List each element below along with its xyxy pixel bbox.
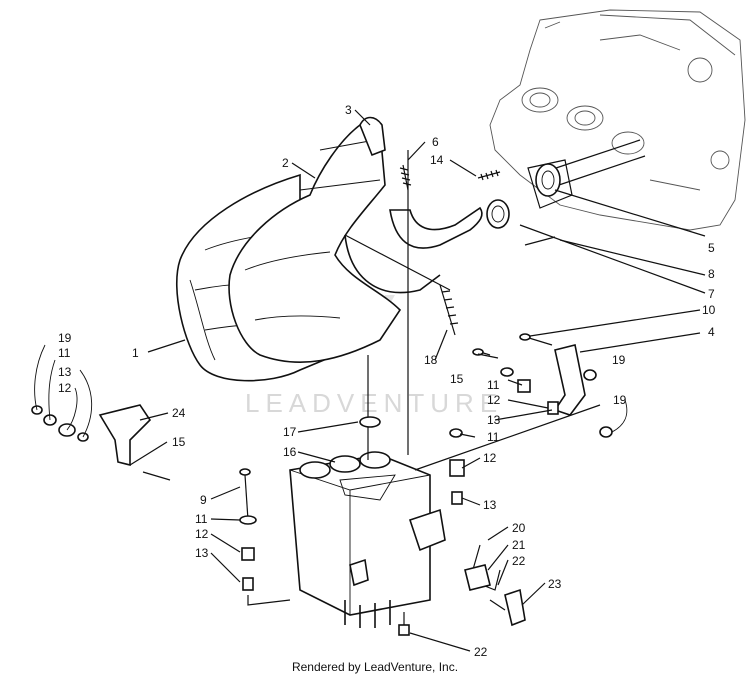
callout-24: 24: [172, 406, 186, 420]
callout-15-left: 15: [172, 435, 186, 449]
callout-22-bottom: 22: [474, 645, 488, 659]
callout-6: 6: [432, 135, 439, 149]
callout-11-lower: 11: [487, 430, 500, 444]
callout-19-right-lower: 19: [613, 393, 627, 407]
callout-13-left: 13: [58, 365, 72, 379]
callout-20: 20: [512, 521, 526, 535]
callout-12-left: 12: [58, 381, 72, 395]
springs: [344, 164, 501, 336]
callout-9: 9: [200, 493, 207, 507]
watermark-text: LEADVENTURE: [245, 388, 503, 418]
callout-21: 21: [512, 538, 526, 552]
callout-12-left-stack: 12: [195, 527, 209, 541]
callout-13-left-stack: 13: [195, 546, 209, 560]
callout-4: 4: [708, 325, 715, 339]
callout-13-lower: 13: [483, 498, 497, 512]
callout-10: 10: [702, 303, 716, 317]
bracket-4: [367, 150, 601, 471]
callout-labels: 1 2 3 4 5 6 7 8 9 10 11 12 13 14 15 11 1…: [58, 103, 716, 659]
callout-23: 23: [548, 577, 562, 591]
callout-7: 7: [708, 287, 715, 301]
expansion-chamber-right: [228, 124, 483, 364]
callout-12-lower: 12: [483, 451, 497, 465]
bracket-24: [98, 404, 152, 467]
callout-13-right: 13: [487, 413, 501, 427]
callout-19-left: 19: [58, 331, 72, 345]
callout-11-right: 11: [487, 378, 500, 392]
reservoir-box: [289, 451, 446, 628]
callout-18: 18: [424, 353, 438, 367]
bolt-8: [524, 236, 556, 246]
exhaust-manifold-tube: [486, 139, 646, 229]
callout-17: 17: [283, 425, 297, 439]
callout-11-left-stack: 11: [195, 512, 208, 526]
tailpipe-3: [359, 116, 386, 157]
footer-credit: Rendered by LeadVenture, Inc.: [291, 660, 459, 674]
callout-19-right-upper: 19: [612, 353, 626, 367]
callout-11-left: 11: [58, 346, 71, 360]
callout-12-right: 12: [487, 393, 501, 407]
callout-16: 16: [283, 445, 297, 459]
engine-block: [489, 9, 746, 231]
callout-8: 8: [708, 267, 715, 281]
callout-15-right: 15: [450, 372, 464, 386]
leader-lines: [129, 109, 706, 652]
callout-2: 2: [282, 156, 289, 170]
callout-22-right: 22: [512, 554, 526, 568]
callout-1: 1: [132, 346, 139, 360]
callout-3: 3: [345, 103, 352, 117]
hardware: [31, 333, 628, 636]
callout-14: 14: [430, 153, 444, 167]
callout-5: 5: [708, 241, 715, 255]
